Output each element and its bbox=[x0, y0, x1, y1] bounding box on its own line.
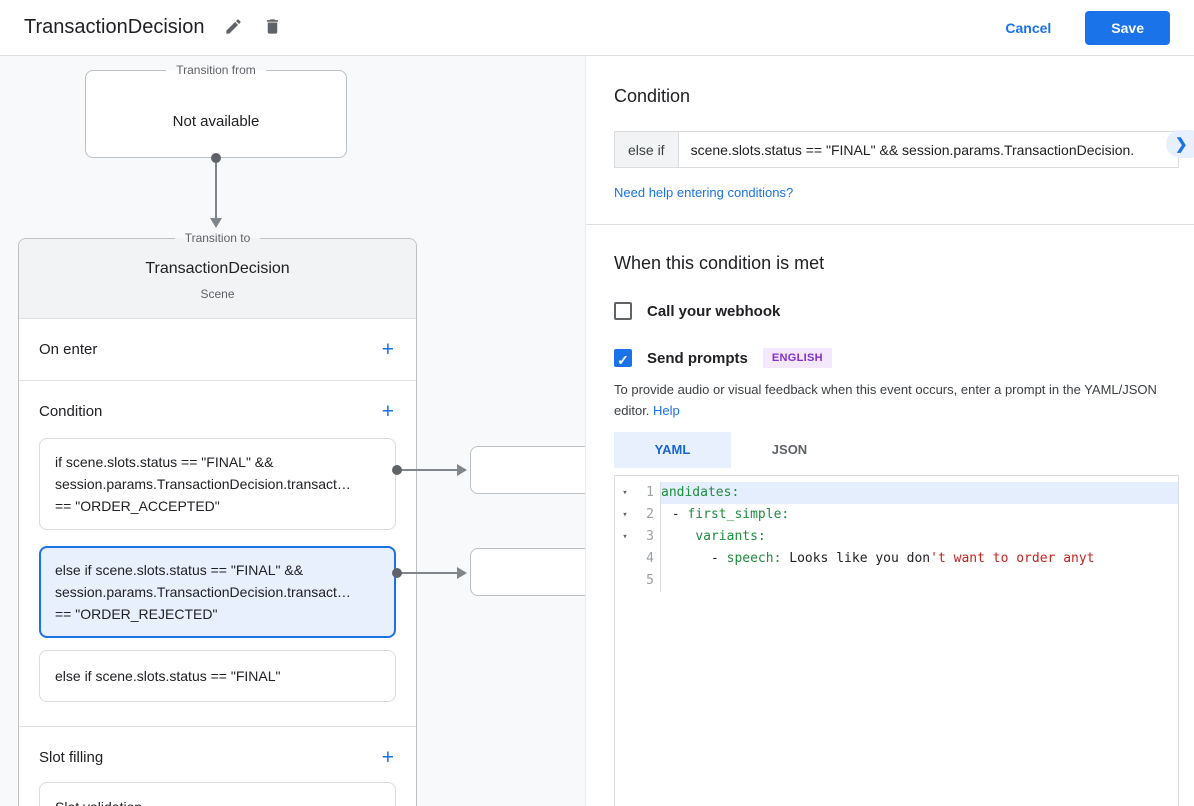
yaml-code-editor[interactable]: ▾ 1 andidates: ▾ 2 - first_simple: ▾ 3 v… bbox=[614, 474, 1179, 806]
editor-format-tabs: YAML JSON bbox=[614, 431, 1178, 468]
connector-line bbox=[399, 469, 457, 471]
condition-line: if scene.slots.status == "FINAL" && bbox=[55, 454, 274, 470]
code-segment: variants: bbox=[695, 528, 766, 544]
connector-line bbox=[399, 572, 457, 574]
condition-line: == "ORDER_ACCEPTED" bbox=[55, 498, 220, 514]
condition-line: else if scene.slots.status == "FINAL" bbox=[55, 668, 281, 684]
send-prompts-checkbox[interactable]: ✓ bbox=[614, 349, 632, 368]
delete-scene-button[interactable] bbox=[263, 17, 282, 39]
slot-validation-card[interactable]: Slot validation bbox=[39, 782, 396, 806]
condition-expression-input[interactable] bbox=[678, 131, 1179, 168]
add-on-enter-button[interactable]: + bbox=[381, 338, 394, 361]
arrow-down-icon bbox=[210, 218, 222, 228]
code-segment: first_simple: bbox=[687, 506, 790, 522]
condition-help-link[interactable]: Need help entering conditions? bbox=[614, 185, 794, 200]
fold-arrow-icon[interactable]: ▾ bbox=[622, 487, 628, 498]
code-line[interactable] bbox=[661, 570, 1178, 592]
condition-line: == "ORDER_REJECTED" bbox=[55, 606, 218, 622]
condition-line: session.params.TransactionDecision.trans… bbox=[55, 476, 351, 492]
code-segment: 't want to order anyt bbox=[930, 550, 1095, 566]
line-number: 4 bbox=[635, 547, 661, 570]
fold-arrow-icon[interactable]: ▾ bbox=[622, 531, 628, 542]
transition-target-box[interactable] bbox=[470, 446, 585, 494]
prompt-helper-text: To provide audio or visual feedback when… bbox=[614, 380, 1178, 422]
scene-name: TransactionDecision bbox=[145, 260, 290, 277]
condition-card-final[interactable]: else if scene.slots.status == "FINAL" bbox=[39, 650, 396, 702]
send-prompts-label: Send prompts bbox=[647, 349, 748, 367]
scene-header: TransactionDecision Scene bbox=[19, 239, 416, 319]
fold-arrow-icon[interactable]: ▾ bbox=[622, 509, 628, 520]
connector-dot bbox=[211, 153, 221, 163]
code-segment bbox=[664, 529, 695, 544]
code-line[interactable]: - speech: Looks like you don't want to o… bbox=[661, 548, 1178, 570]
line-number: 1 bbox=[635, 481, 661, 504]
code-line[interactable]: variants: bbox=[661, 526, 1178, 548]
help-link[interactable]: Help bbox=[653, 402, 680, 418]
trash-icon bbox=[263, 17, 282, 39]
code-line[interactable]: andidates: bbox=[661, 481, 1178, 504]
on-enter-label: On enter bbox=[39, 341, 98, 358]
divider bbox=[586, 224, 1194, 225]
code-segment: Looks like you don bbox=[781, 550, 931, 566]
add-condition-button[interactable]: + bbox=[381, 400, 394, 423]
line-number: 3 bbox=[635, 525, 661, 548]
helper-text: To provide audio or visual feedback when… bbox=[614, 382, 1157, 418]
page-title: TransactionDecision bbox=[24, 16, 205, 38]
pencil-icon bbox=[224, 17, 243, 39]
chevron-right-icon: ❯ bbox=[1175, 136, 1188, 153]
condition-editor-panel: Condition ❯ else if Need help entering c… bbox=[585, 56, 1194, 806]
scene-flow-canvas: Transition from Not available Transition… bbox=[0, 56, 585, 806]
transition-to-legend: Transition to bbox=[174, 231, 261, 245]
check-icon: ✓ bbox=[617, 352, 629, 368]
arrow-right-icon bbox=[457, 567, 467, 579]
scene-type-label: Scene bbox=[200, 287, 235, 301]
code-segment: andidates: bbox=[661, 484, 740, 500]
code-segment: - bbox=[664, 506, 688, 522]
tab-json[interactable]: JSON bbox=[731, 432, 848, 468]
condition-card-accepted[interactable]: if scene.slots.status == "FINAL" && sess… bbox=[39, 438, 396, 530]
arrow-right-icon bbox=[457, 464, 467, 476]
collapse-panel-button[interactable]: ❯ bbox=[1166, 130, 1194, 158]
code-line[interactable]: - first_simple: bbox=[661, 504, 1178, 526]
call-webhook-label: Call your webhook bbox=[647, 302, 781, 320]
transition-from-box: Transition from Not available bbox=[85, 63, 347, 158]
transition-target-box[interactable] bbox=[470, 548, 585, 596]
tab-yaml[interactable]: YAML bbox=[614, 431, 731, 468]
condition-card-rejected-selected[interactable]: else if scene.slots.status == "FINAL" &&… bbox=[39, 546, 396, 638]
transition-to-box: Transition to TransactionDecision Scene … bbox=[18, 231, 417, 806]
transition-from-legend: Transition from bbox=[166, 63, 266, 77]
condition-line: else if scene.slots.status == "FINAL" && bbox=[55, 562, 304, 578]
condition-section-label: Condition bbox=[39, 403, 103, 420]
connector-line bbox=[215, 161, 217, 219]
connector-dot bbox=[392, 465, 402, 475]
line-number: 5 bbox=[635, 569, 661, 592]
fold-spacer bbox=[615, 548, 635, 570]
code-segment: - bbox=[664, 550, 727, 566]
language-badge: ENGLISH bbox=[762, 348, 832, 368]
condition-panel-heading: Condition bbox=[614, 86, 691, 106]
top-bar: TransactionDecision Cancel Save bbox=[0, 0, 1194, 56]
when-met-heading: When this condition is met bbox=[614, 253, 825, 273]
transition-from-value: Not available bbox=[172, 113, 260, 130]
condition-operator-label: else if bbox=[614, 131, 679, 168]
cancel-button[interactable]: Cancel bbox=[1005, 19, 1052, 36]
save-button[interactable]: Save bbox=[1085, 10, 1170, 45]
slot-filling-section-label: Slot filling bbox=[39, 749, 104, 766]
condition-line: session.params.TransactionDecision.trans… bbox=[55, 584, 351, 600]
connector-dot bbox=[392, 568, 402, 578]
call-webhook-checkbox[interactable] bbox=[614, 302, 632, 320]
code-segment: speech: bbox=[726, 550, 782, 566]
add-slot-button[interactable]: + bbox=[381, 746, 394, 769]
edit-name-button[interactable] bbox=[224, 17, 243, 39]
fold-spacer bbox=[615, 570, 635, 592]
line-number: 2 bbox=[635, 503, 661, 526]
